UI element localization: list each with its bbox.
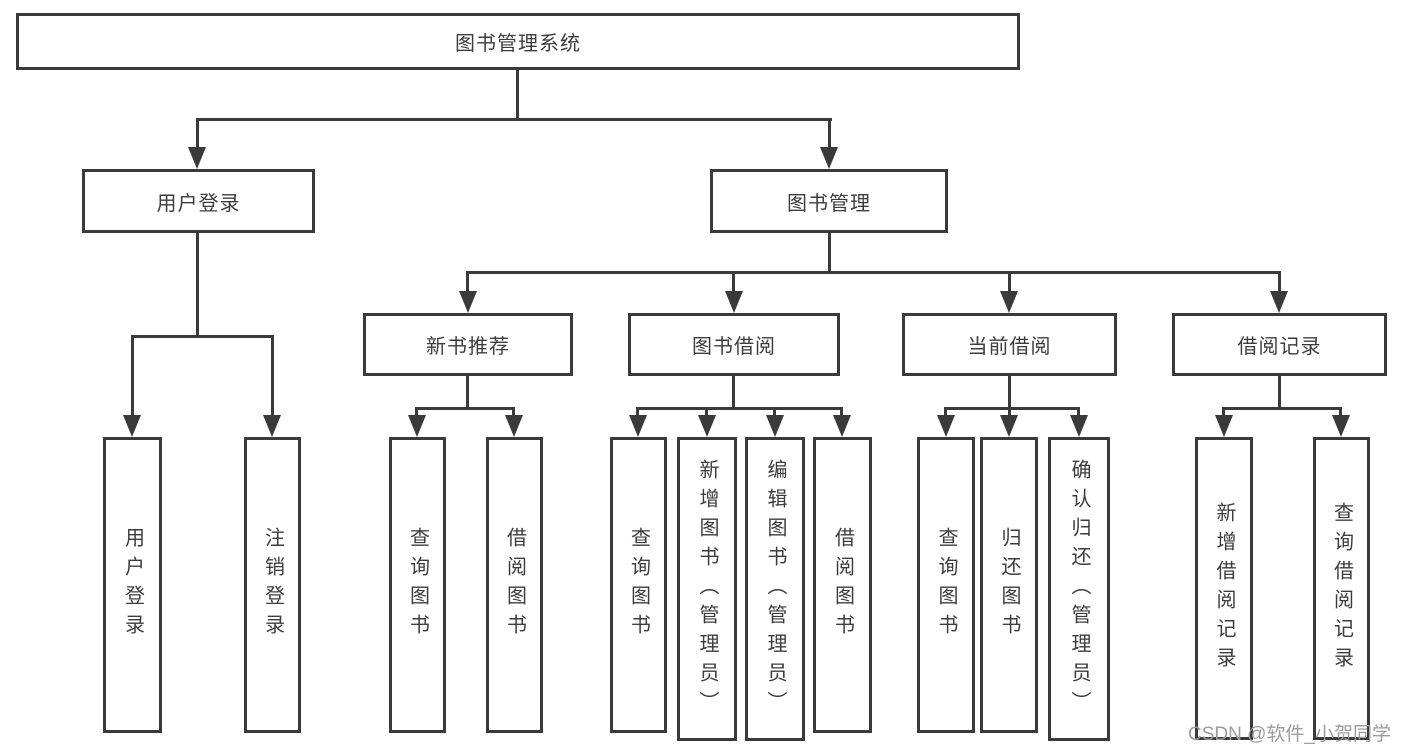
connector-line bbox=[1222, 407, 1225, 416]
node-current-borrow: 当前借阅 bbox=[902, 313, 1117, 376]
connector-line bbox=[196, 118, 832, 121]
leaf-confirm-return-admin-label: 确认归还（管理员） bbox=[1068, 458, 1090, 720]
node-book-borrow-label: 图书借阅 bbox=[692, 336, 776, 358]
leaf-borrow-books-recommend-label: 借阅图书 bbox=[503, 527, 526, 643]
leaf-borrow-books: 借阅图书 bbox=[813, 437, 872, 733]
arrowhead-down-icon bbox=[1000, 291, 1018, 313]
leaf-return-book-label: 归还图书 bbox=[998, 527, 1020, 643]
connector-line bbox=[466, 271, 469, 292]
arrowhead-down-icon bbox=[1000, 415, 1018, 437]
connector-line bbox=[1278, 376, 1281, 407]
node-library-system: 图书管理系统 bbox=[16, 13, 1020, 70]
leaf-user-login: 用户登录 bbox=[103, 437, 162, 733]
connector-line bbox=[1008, 407, 1011, 416]
leaf-query-books-borrow-label: 查询图书 bbox=[627, 527, 650, 643]
node-book-management-label: 图书管理 bbox=[787, 192, 871, 215]
leaf-confirm-return-admin: 确认归还（管理员） bbox=[1048, 437, 1110, 741]
node-new-book-recommend: 新书推荐 bbox=[363, 313, 573, 376]
node-user-login: 用户登录 bbox=[82, 169, 315, 233]
connector-line bbox=[944, 407, 1080, 410]
connector-line bbox=[1008, 271, 1011, 292]
connector-line bbox=[516, 70, 519, 118]
leaf-add-borrow-record: 新增借阅记录 bbox=[1195, 437, 1253, 740]
leaf-add-borrow-record-label: 新增借阅记录 bbox=[1213, 501, 1235, 676]
connector-line bbox=[828, 233, 831, 271]
node-borrow-records-label: 借阅记录 bbox=[1237, 336, 1322, 358]
arrowhead-down-icon bbox=[1270, 291, 1288, 313]
arrowhead-down-icon bbox=[820, 147, 838, 169]
connector-line bbox=[415, 407, 515, 410]
connector-line bbox=[732, 376, 735, 407]
arrowhead-down-icon bbox=[1215, 415, 1233, 437]
leaf-query-books-recommend-label: 查询图书 bbox=[406, 527, 429, 643]
arrowhead-down-icon bbox=[188, 147, 206, 169]
node-current-borrow-label: 当前借阅 bbox=[967, 336, 1052, 358]
arrowhead-down-icon bbox=[408, 415, 426, 437]
connector-line bbox=[131, 335, 134, 416]
connector-line bbox=[944, 407, 947, 416]
leaf-query-borrow-record-label: 查询借阅记录 bbox=[1330, 501, 1353, 676]
leaf-return-book: 归还图书 bbox=[980, 437, 1038, 733]
node-borrow-records: 借阅记录 bbox=[1172, 313, 1387, 376]
node-new-book-recommend-label: 新书推荐 bbox=[426, 336, 510, 358]
arrowhead-down-icon bbox=[263, 415, 281, 437]
arrowhead-down-icon bbox=[766, 415, 784, 437]
arrowhead-down-icon bbox=[937, 415, 955, 437]
leaf-query-books-recommend: 查询图书 bbox=[389, 437, 446, 733]
connector-line bbox=[1339, 407, 1342, 416]
connector-line bbox=[1278, 271, 1281, 292]
node-book-management: 图书管理 bbox=[710, 169, 948, 233]
leaf-query-borrow-record: 查询借阅记录 bbox=[1313, 437, 1370, 740]
arrowhead-down-icon bbox=[505, 415, 523, 437]
connector-line bbox=[466, 376, 469, 407]
leaf-logout: 注销登录 bbox=[244, 437, 301, 733]
leaf-edit-book-admin: 编辑图书（管理员） bbox=[745, 437, 805, 741]
connector-line bbox=[466, 271, 1281, 274]
connector-line bbox=[840, 407, 843, 416]
connector-line bbox=[705, 407, 708, 416]
node-user-login-label: 用户登录 bbox=[156, 192, 241, 215]
connector-line bbox=[1008, 376, 1011, 407]
connector-line bbox=[1077, 407, 1080, 416]
connector-line bbox=[773, 407, 776, 416]
connector-line bbox=[636, 407, 639, 416]
connector-line bbox=[512, 407, 515, 416]
csdn-watermark: CSDN @软件_小贺同学 bbox=[1188, 724, 1391, 745]
connector-line bbox=[732, 271, 735, 292]
connector-line bbox=[131, 335, 274, 338]
leaf-query-books-current: 查询图书 bbox=[917, 437, 975, 733]
node-book-borrow: 图书借阅 bbox=[628, 313, 840, 376]
connector-line bbox=[271, 335, 274, 416]
connector-line bbox=[196, 233, 199, 335]
arrowhead-down-icon bbox=[725, 291, 743, 313]
leaf-logout-label: 注销登录 bbox=[261, 527, 284, 643]
arrowhead-down-icon bbox=[459, 291, 477, 313]
connector-line bbox=[636, 407, 843, 410]
connector-line bbox=[415, 407, 418, 416]
connector-line bbox=[196, 118, 199, 148]
leaf-borrow-books-label: 借阅图书 bbox=[831, 527, 854, 643]
leaf-borrow-books-recommend: 借阅图书 bbox=[486, 437, 543, 733]
arrowhead-down-icon bbox=[123, 415, 141, 437]
leaf-add-book-admin: 新增图书（管理员） bbox=[677, 437, 737, 741]
arrowhead-down-icon bbox=[833, 415, 851, 437]
connector-line bbox=[1222, 407, 1342, 410]
arrowhead-down-icon bbox=[1332, 415, 1350, 437]
arrowhead-down-icon bbox=[1070, 415, 1088, 437]
leaf-query-books-current-label: 查询图书 bbox=[935, 527, 957, 643]
leaf-edit-book-admin-label: 编辑图书（管理员） bbox=[764, 458, 786, 720]
leaf-add-book-admin-label: 新增图书（管理员） bbox=[696, 458, 718, 720]
arrowhead-down-icon bbox=[698, 415, 716, 437]
arrowhead-down-icon bbox=[629, 415, 647, 437]
node-library-system-label: 图书管理系统 bbox=[455, 33, 581, 55]
leaf-user-login-label: 用户登录 bbox=[121, 527, 144, 643]
connector-line bbox=[828, 118, 831, 148]
leaf-query-books-borrow: 查询图书 bbox=[610, 437, 667, 733]
